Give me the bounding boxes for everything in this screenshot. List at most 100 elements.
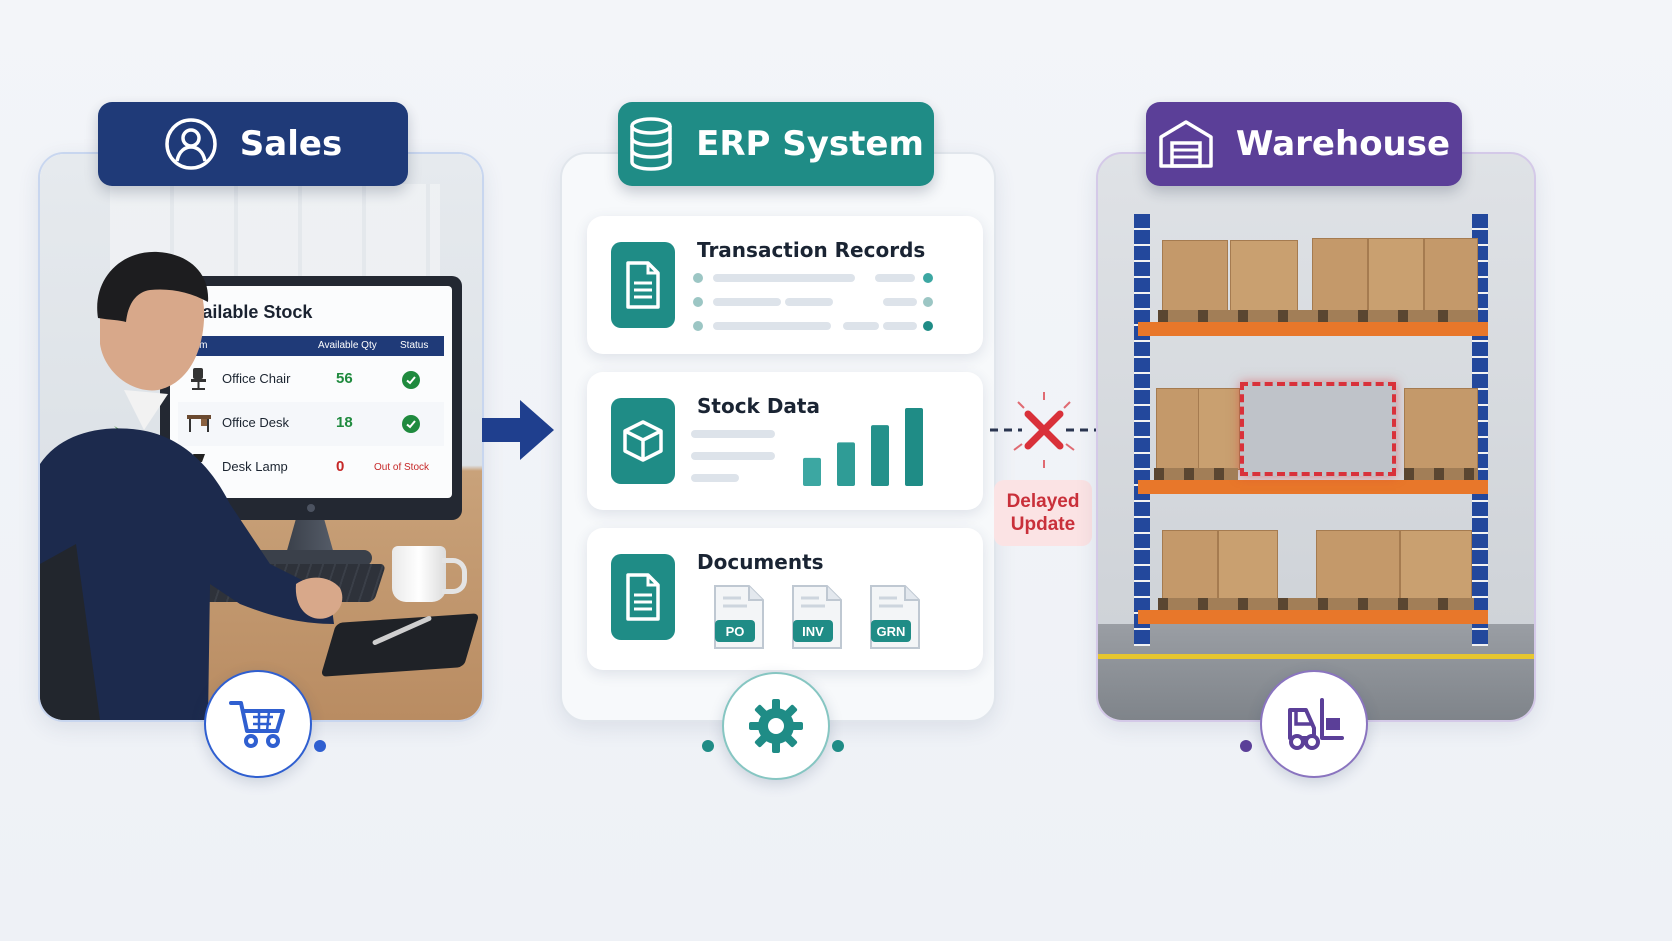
cardboard-box [1404,388,1478,470]
pallet [1158,310,1478,322]
check-icon [402,371,420,389]
forklift-icon [1288,698,1344,750]
cart-badge [204,670,312,778]
document-icon [611,242,675,328]
record-bar [713,274,855,282]
cardboard-box [1162,530,1218,600]
sales-title: Sales [239,124,343,164]
mug-handle [442,558,467,594]
grn-label: GRN [871,620,911,642]
record-dot [923,297,933,307]
rack-beam [1138,610,1488,624]
record-bar [713,322,831,330]
cardboard-box [1198,388,1240,470]
po-label: PO [715,620,755,642]
monitor-base [252,550,372,566]
forklift-badge [1260,670,1368,778]
monitor-stand [286,520,334,554]
cardboard-box [1312,238,1368,312]
transaction-records-title: Transaction Records [697,238,926,262]
stock-bar-placeholder [691,430,775,438]
delayed-update-line2: Update [1010,514,1076,535]
desk-icon [187,415,211,432]
gear-badge [722,672,830,780]
cardboard-box [1316,530,1400,600]
stock-bar-placeholder [691,474,739,482]
stock-row: Desk Lamp 0 Out of Stock [178,446,444,490]
monitor-screen: Available Stock Item Available Qty Statu… [170,286,452,498]
stock-mini-chart [803,408,923,486]
gear-icon [749,699,803,753]
rack-upright [1134,214,1150,646]
cardboard-box [1162,240,1228,312]
record-bar [883,298,917,306]
pallet [1404,468,1478,480]
pallet [1154,468,1238,480]
floor-stripe [1098,654,1534,659]
col-status: Status [400,340,429,351]
record-bar [713,298,781,306]
inv-label: INV [793,620,833,642]
stock-row: Office Desk 18 [178,402,444,446]
sales-header: Sales [98,102,408,186]
monitor: Available Stock Item Available Qty Statu… [160,276,462,520]
cardboard-box [1368,238,1424,312]
record-dot [923,273,933,283]
bottom-flow-line [314,740,1252,752]
empty-slot-highlight [1240,382,1396,476]
stock-row: Office Chair 56 [178,358,444,402]
user-icon [165,118,217,170]
stock-bar [837,442,855,486]
coffee-mug [392,546,446,602]
record-bar [843,322,879,330]
transaction-records-card: Transaction Records [587,216,983,354]
item-qty: 18 [336,414,353,431]
documents-card: Documents PO INV GRN [587,528,983,670]
erp-title: ERP System [696,124,924,164]
item-name: Office Desk [222,415,289,430]
cardboard-box [1424,238,1478,312]
warehouse-icon [1159,120,1213,168]
record-bar [883,322,917,330]
stock-bar-placeholder [691,452,775,460]
monitor-brand-dot [307,504,315,512]
erp-header: ERP System [618,102,934,186]
chair-icon [191,368,206,390]
check-icon [402,415,420,433]
cardboard-box [1156,388,1200,470]
cardboard-box [1218,530,1278,600]
sales-panel: Available Stock Item Available Qty Statu… [38,152,484,722]
cardboard-box [1400,530,1472,600]
record-bar [785,298,833,306]
stock-data-card: Stock Data [587,372,983,510]
cart-icon [229,701,285,748]
screen-title: Available Stock [180,302,313,322]
item-qty: 0 [336,458,345,475]
rack-beam [1138,322,1488,336]
record-bar [875,274,915,282]
stock-data-title: Stock Data [697,394,820,418]
item-name: Desk Lamp [222,459,288,474]
record-dot [923,321,933,331]
warehouse-panel [1096,152,1536,722]
cardboard-box [1230,240,1298,312]
warehouse-title: Warehouse [1235,124,1451,164]
record-dot [693,297,703,307]
grn-document: GRN [869,584,921,650]
out-of-stock-label: Out of Stock [374,462,430,473]
stock-bar [803,457,821,486]
record-dot [693,273,703,283]
delayed-update-line1: Delayed [1006,491,1080,512]
stock-bar [871,425,889,486]
warehouse-header: Warehouse [1146,102,1462,186]
stock-bar [905,408,923,486]
item-name: Office Chair [222,371,291,386]
delayed-update-badge: Delayed Update [994,480,1092,546]
inv-document: INV [791,584,843,650]
document-icon [611,554,675,640]
erp-panel: Transaction Records Stock Data Documents [560,152,996,722]
cube-icon [611,398,675,484]
pallet [1158,598,1474,610]
record-dot [693,321,703,331]
sales-to-erp-arrow [482,400,554,460]
